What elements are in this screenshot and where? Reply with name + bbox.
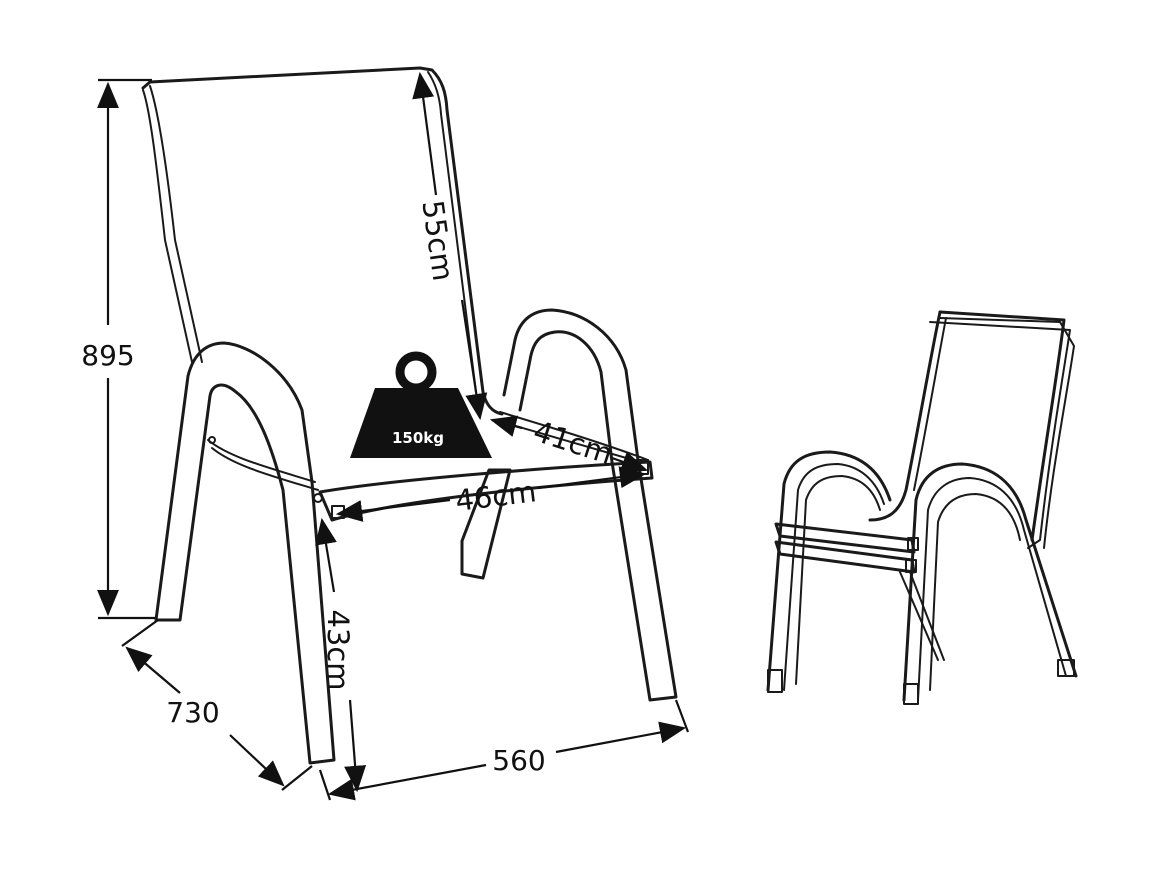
stack-right-arm-1 <box>902 462 1078 702</box>
depth-arrow-back <box>125 646 181 694</box>
stack-back-leg-1 <box>899 571 939 661</box>
dimension-seat-height: 43cm <box>315 517 367 793</box>
bolt-front-left <box>313 493 323 503</box>
stack-right-arm-3 <box>929 493 1021 691</box>
depth-tick-back <box>121 619 159 647</box>
seat-depth-label: 41cm <box>529 414 617 471</box>
stack-seat-top <box>774 522 916 554</box>
backrest-frame-outer <box>141 66 504 416</box>
width-tick-left <box>318 769 332 801</box>
depth-tick-front <box>281 765 313 791</box>
stack-back-foot <box>1057 659 1075 677</box>
seat-width-arrow-left <box>335 498 451 522</box>
stack-right-foot <box>903 683 919 705</box>
width-label: 560 <box>492 744 545 777</box>
weight-icon: 150kg <box>350 351 492 458</box>
backrest-arrow-top <box>412 71 438 196</box>
seat-height-arrow-top <box>315 517 337 593</box>
dimension-seat-depth: 41cm <box>489 414 649 473</box>
weight-ring <box>395 351 437 393</box>
seat-height-label: 43cm <box>321 609 355 690</box>
seat-left-rail-inner <box>211 447 319 491</box>
width-arrow-left <box>327 763 487 801</box>
height-label: 895 <box>81 339 134 372</box>
depth-label: 730 <box>166 696 219 729</box>
stack-back-backrest-2 <box>939 317 1075 549</box>
stack-front-backrest-inner <box>913 317 947 491</box>
stacked-chairs-icon <box>766 310 1078 705</box>
dimension-depth: 730 <box>121 619 313 791</box>
depth-arrow-front <box>229 734 285 787</box>
seat-width-label: 46cm <box>453 474 538 518</box>
backrest-left-tube <box>142 89 193 363</box>
seat-width-arrow-right <box>537 466 647 490</box>
stack-right-arm-2 <box>917 477 1067 701</box>
backrest-left-edge <box>149 85 203 363</box>
stack-back-leg-2 <box>909 571 945 661</box>
seat-front-rail <box>318 460 654 522</box>
stack-left-arm-3 <box>795 475 881 685</box>
stack-back-backrest <box>929 321 1071 549</box>
stack-left-arm-2 <box>783 463 885 691</box>
bolt-left <box>208 436 216 444</box>
stack-front-backrest-right <box>938 310 1066 542</box>
stack-seat-bottom <box>774 540 916 574</box>
dimension-seat-width: 46cm <box>335 466 647 522</box>
backrest-arrow-bottom <box>460 299 488 421</box>
dimension-height: 895 <box>81 78 155 620</box>
weight-label: 150kg <box>392 429 444 447</box>
stack-front-backrest-left <box>868 310 942 522</box>
stack-left-arm-1 <box>766 450 892 692</box>
seat-left-rail <box>207 439 316 483</box>
left-armrest-leg <box>154 341 336 765</box>
seat-height-arrow-bottom <box>344 699 367 793</box>
width-arrow-right <box>555 721 687 754</box>
seat-depth-arrow-back <box>489 415 523 437</box>
dimension-width: 560 <box>318 699 690 801</box>
width-tick-right <box>674 699 690 733</box>
right-armrest-leg <box>502 308 678 702</box>
back-right-leg <box>460 468 512 580</box>
weight-body <box>350 388 492 458</box>
stack-left-foot <box>767 669 783 693</box>
